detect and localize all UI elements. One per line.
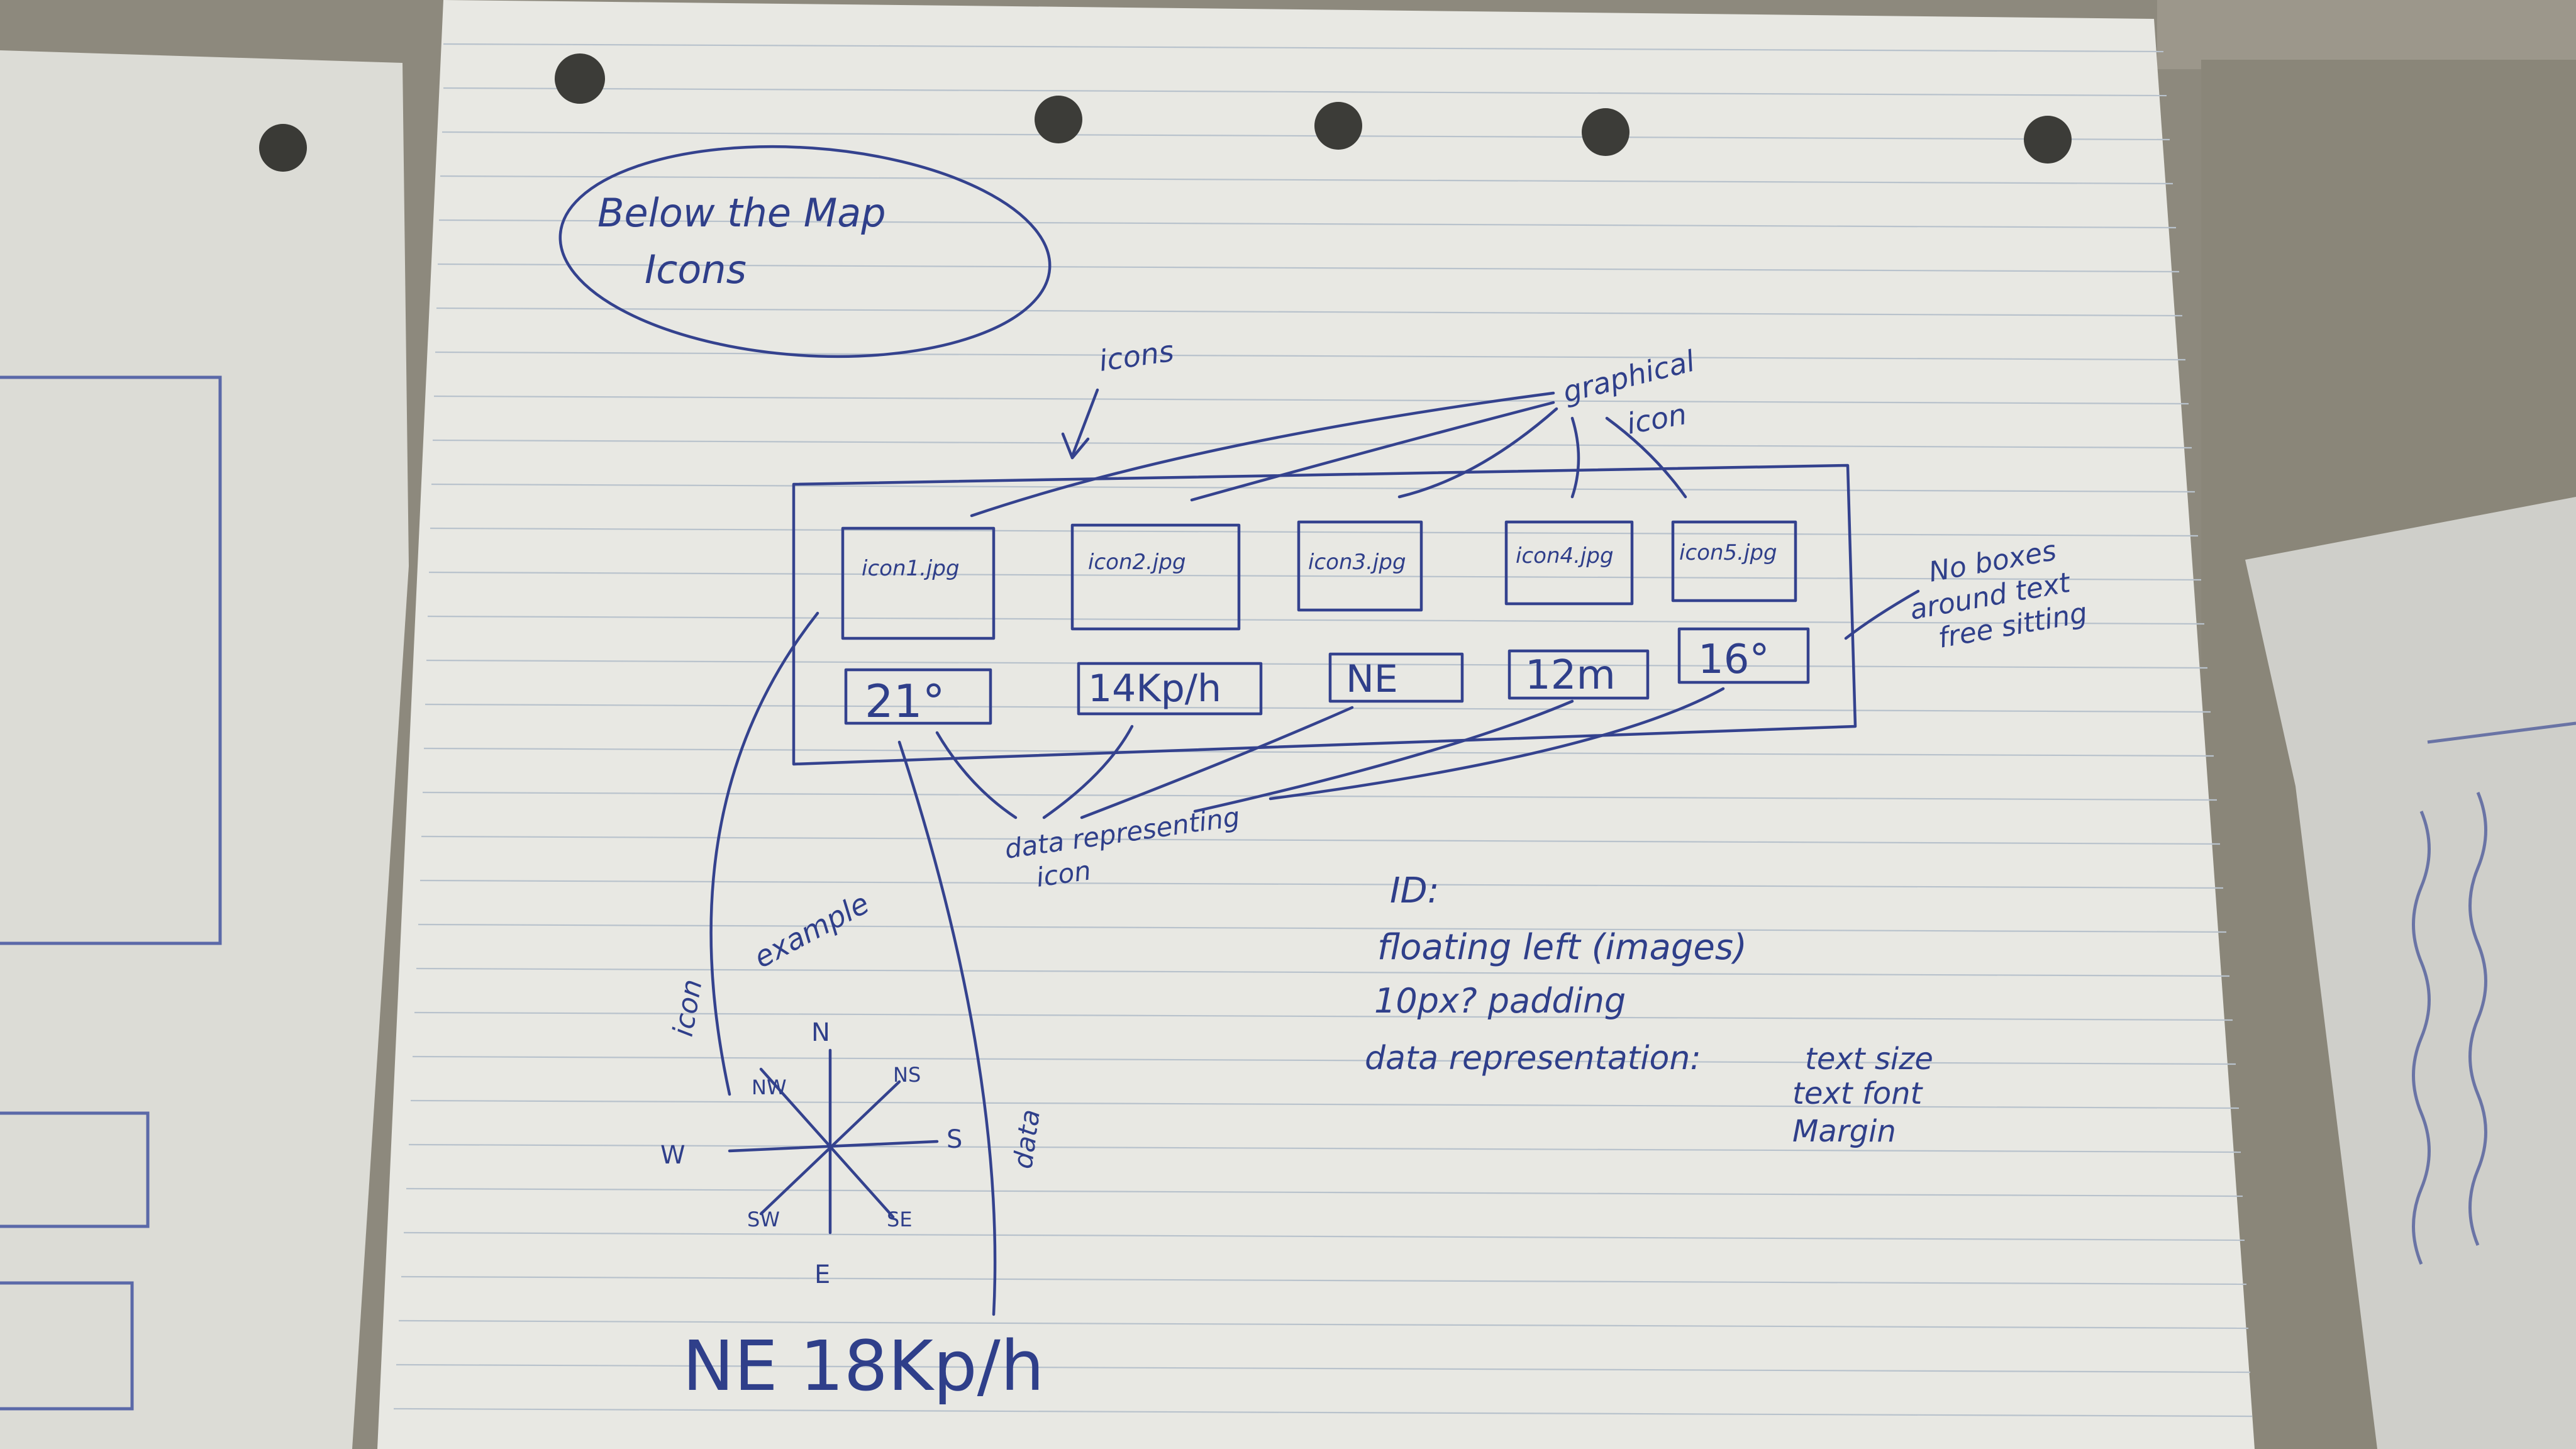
icon-image-name: icon4.jpg xyxy=(1516,543,1614,569)
cubicle-shelf xyxy=(2157,0,2576,69)
graphical-icon-arrows xyxy=(970,391,1687,518)
icon-image-box xyxy=(1070,523,1241,631)
compass-n: N xyxy=(811,1018,830,1047)
icon-image-box xyxy=(841,526,996,640)
icon-data-box xyxy=(1077,662,1263,716)
title-line1: Below the Map xyxy=(597,190,886,236)
ruled-lines xyxy=(393,43,2253,1418)
note-id: ID: xyxy=(1390,870,1440,911)
note-text-font: text font xyxy=(1792,1076,1924,1111)
icon-data-box xyxy=(1677,627,1810,684)
left-paper-sheet xyxy=(0,50,409,1449)
icon-image-boxes xyxy=(841,520,1797,640)
note-text-size: text size xyxy=(1805,1041,1933,1077)
icon-data-boxes xyxy=(844,627,1810,725)
icon-image-name: icon5.jpg xyxy=(1679,540,1777,565)
note-data-representation: data representation: xyxy=(1365,1040,1701,1077)
note-margin: Margin xyxy=(1792,1114,1896,1149)
compass-ns: NS xyxy=(893,1063,921,1087)
icon-row-container xyxy=(792,464,1857,766)
icon-image-name: icon2.jpg xyxy=(1088,550,1186,575)
right-sheet-wavy-line xyxy=(2412,811,2431,1265)
left-sheet-sketch-box xyxy=(0,1111,150,1228)
no-boxes-arrow xyxy=(1844,589,1920,640)
left-sheet-sketch-box xyxy=(0,1281,134,1411)
icon-data-value: NE xyxy=(1346,657,1398,701)
binder-hole xyxy=(259,124,307,172)
icon-data-value: 21° xyxy=(865,675,945,728)
icon-image-box xyxy=(1297,520,1423,612)
data-link-curve xyxy=(897,740,997,1316)
icons-arrow xyxy=(1070,388,1099,458)
compass-nw: NW xyxy=(752,1075,787,1099)
icon-data-value: 12m xyxy=(1525,652,1616,699)
binder-holes xyxy=(555,53,2072,164)
compass-se: SE xyxy=(887,1208,913,1231)
icon-image-name: icon3.jpg xyxy=(1308,550,1406,575)
icon-data-value: 14Kp/h xyxy=(1088,667,1221,711)
compass-s: S xyxy=(947,1125,962,1154)
right-sheet-line xyxy=(2427,721,2576,744)
example-output: NE 18Kp/h xyxy=(682,1326,1044,1406)
compass-e: E xyxy=(814,1260,830,1289)
icon-image-name: icon1.jpg xyxy=(862,556,960,581)
compass-sw: SW xyxy=(747,1208,780,1231)
icon-data-box xyxy=(1328,652,1464,703)
note-padding: 10px? padding xyxy=(1374,981,1626,1021)
data-representing-line2: icon xyxy=(1035,855,1093,893)
icon-data-value: 16° xyxy=(1698,636,1769,683)
icon-data-box xyxy=(844,668,992,725)
compass-sketch xyxy=(728,1048,939,1235)
icon-link-curve xyxy=(709,611,819,1096)
title-line2: Icons xyxy=(645,247,747,292)
title-oval xyxy=(558,145,1052,358)
icon-image-box xyxy=(1671,520,1797,602)
data-arrows xyxy=(935,687,1725,819)
icon-image-box xyxy=(1504,520,1634,606)
left-sheet-sketch-box xyxy=(0,375,222,945)
note-floating: floating left (images) xyxy=(1377,927,1747,968)
right-sheet-wavy-line xyxy=(2468,792,2487,1246)
compass-w: W xyxy=(660,1141,686,1170)
icon-data-box xyxy=(1507,649,1650,700)
